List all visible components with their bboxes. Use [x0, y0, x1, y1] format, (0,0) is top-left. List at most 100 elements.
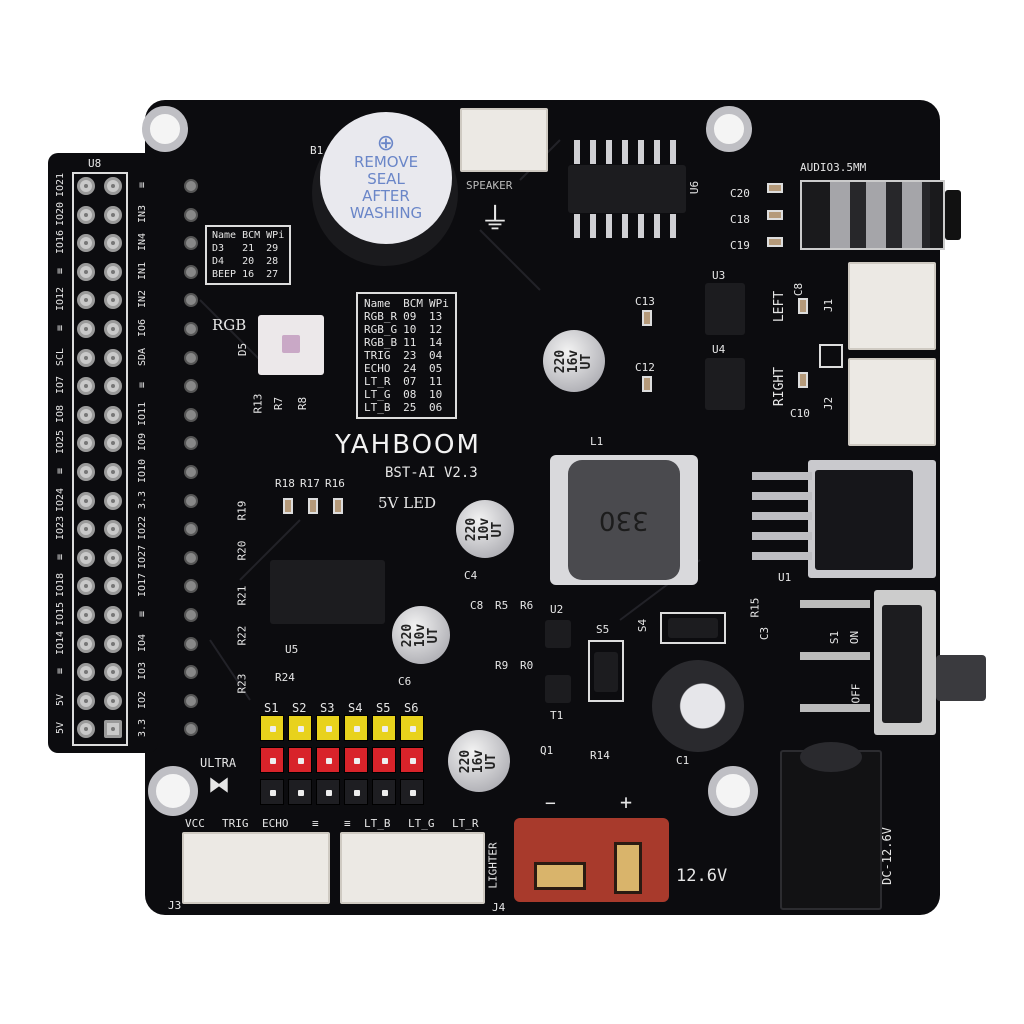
- via-pin: [184, 608, 198, 622]
- servo-pin-ground[interactable]: [316, 779, 340, 805]
- header-pin[interactable]: [104, 520, 122, 539]
- header-pin[interactable]: [104, 691, 122, 710]
- header-pin[interactable]: [104, 491, 122, 510]
- header-pin[interactable]: [104, 348, 122, 367]
- header-pin[interactable]: [104, 291, 122, 310]
- servo-pin-ground[interactable]: [344, 779, 368, 805]
- chip-lead: [622, 214, 628, 238]
- servo-pin-signal[interactable]: [400, 715, 424, 741]
- speaker-connector[interactable]: [460, 108, 548, 172]
- header-pin[interactable]: [77, 463, 95, 481]
- j3-label-gnd: ≡: [312, 817, 319, 830]
- audio-jack-barrel: [945, 190, 961, 240]
- servo-pin-power[interactable]: [372, 747, 396, 773]
- header-pin[interactable]: [77, 405, 95, 424]
- dc-power-jack[interactable]: [780, 750, 882, 910]
- servo-pin-power[interactable]: [344, 747, 368, 773]
- smd-component: [308, 498, 318, 514]
- j2-connector[interactable]: [848, 358, 936, 446]
- j1-connector[interactable]: [848, 262, 936, 350]
- servo-pin-power[interactable]: [260, 747, 284, 773]
- header-pin[interactable]: [77, 634, 95, 653]
- header-pin[interactable]: [77, 577, 95, 596]
- cap-brand: UT: [579, 353, 595, 369]
- header-pin[interactable]: [77, 291, 95, 310]
- header-inner-label: IN1: [137, 261, 148, 280]
- header-pin[interactable]: [77, 548, 95, 567]
- header-pin[interactable]: [104, 548, 122, 567]
- header-pin[interactable]: [77, 606, 95, 624]
- servo-pin-ground[interactable]: [400, 779, 424, 805]
- table-cell: 16: [242, 269, 255, 280]
- header-pin[interactable]: [104, 720, 122, 739]
- header-pin[interactable]: [104, 205, 122, 224]
- header-outer-label: IO15: [55, 601, 66, 627]
- power-switch-knob[interactable]: [936, 655, 986, 701]
- table-cell: 13: [429, 310, 443, 323]
- table-cell: BEEP: [212, 269, 237, 280]
- header-outer-label: IO16: [55, 230, 66, 255]
- servo-pin-ground[interactable]: [288, 779, 312, 805]
- header-pin[interactable]: [104, 463, 122, 481]
- header-pin[interactable]: [77, 434, 95, 453]
- header-pin[interactable]: [77, 234, 95, 253]
- header-pin[interactable]: [104, 405, 122, 424]
- servo-pin-power[interactable]: [288, 747, 312, 773]
- ref-r19: R19: [235, 500, 249, 521]
- servo-pin-ground[interactable]: [260, 779, 284, 805]
- header-pin[interactable]: [104, 177, 122, 195]
- header-pin[interactable]: [77, 691, 95, 710]
- header-pin[interactable]: [77, 348, 95, 367]
- header-pin[interactable]: [77, 663, 95, 682]
- header-pin[interactable]: [77, 720, 95, 739]
- servo-pin-power[interactable]: [316, 747, 340, 773]
- header-pin[interactable]: [77, 262, 95, 281]
- servo-pin-signal[interactable]: [288, 715, 312, 741]
- header-pin[interactable]: [77, 491, 95, 510]
- header-outer-label: IO25: [55, 430, 66, 455]
- header-pin[interactable]: [104, 606, 122, 624]
- mounting-hole: [142, 106, 188, 152]
- header-pin[interactable]: [104, 262, 122, 281]
- servo-pin-signal[interactable]: [344, 715, 368, 741]
- chip-u5: [270, 560, 385, 624]
- header-pin[interactable]: [104, 377, 122, 396]
- lighter-label: LIGHTER: [486, 842, 500, 889]
- header-pin[interactable]: [77, 377, 95, 396]
- header-pin[interactable]: [104, 663, 122, 682]
- smd-component: [642, 310, 652, 326]
- header-pin[interactable]: [104, 634, 122, 653]
- via-pin: [184, 436, 198, 451]
- table-cell: 04: [429, 349, 443, 362]
- header-pin[interactable]: [104, 577, 122, 596]
- header-inner-label: IO9: [137, 433, 148, 452]
- servo-pin-ground[interactable]: [372, 779, 396, 805]
- mounting-hole: [148, 766, 198, 816]
- audio-label: AUDIO3.5MM: [800, 161, 867, 174]
- header-pin[interactable]: [104, 320, 122, 338]
- servo-label: S2: [292, 701, 307, 715]
- header-inner-label: 3.3: [137, 490, 148, 509]
- header-pin[interactable]: [104, 434, 122, 453]
- servo-pin-power[interactable]: [400, 747, 424, 773]
- ref-c4: C4: [464, 569, 478, 582]
- header-pin[interactable]: [77, 205, 95, 224]
- table-cell: RGB_R: [364, 310, 398, 323]
- table-header: Name: [364, 297, 391, 310]
- header-pin[interactable]: [77, 320, 95, 338]
- servo-pin-signal[interactable]: [260, 715, 284, 741]
- header-pin[interactable]: [104, 234, 122, 253]
- header-pin[interactable]: [77, 177, 95, 195]
- ultra-label: ULTRA: [200, 756, 237, 770]
- chip-lead: [574, 214, 580, 238]
- servo-pin-signal[interactable]: [372, 715, 396, 741]
- j4-light-connector[interactable]: [340, 832, 485, 904]
- ref-r0: R14: [590, 749, 610, 762]
- speaker-icon: ⏚: [480, 202, 510, 237]
- header-pin[interactable]: [77, 520, 95, 539]
- j3-ultrasonic-connector[interactable]: [182, 832, 330, 904]
- servo-pin-signal[interactable]: [316, 715, 340, 741]
